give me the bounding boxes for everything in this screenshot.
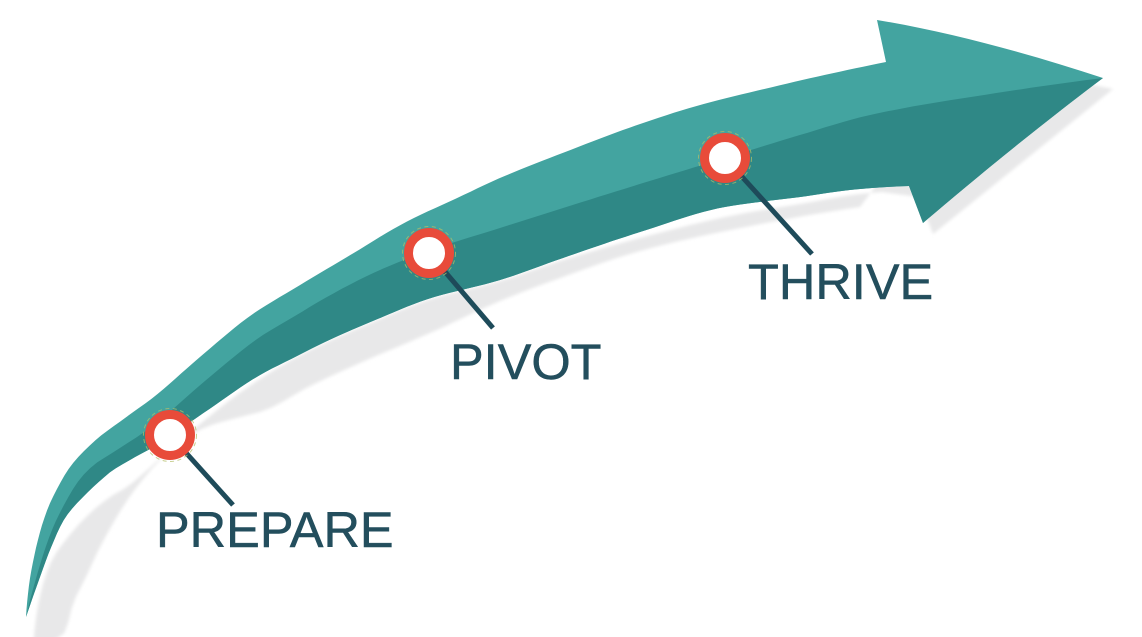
svg-text:THRIVE: THRIVE xyxy=(748,253,933,310)
svg-text:PIVOT: PIVOT xyxy=(450,333,602,390)
svg-text:PREPARE: PREPARE xyxy=(156,501,394,558)
